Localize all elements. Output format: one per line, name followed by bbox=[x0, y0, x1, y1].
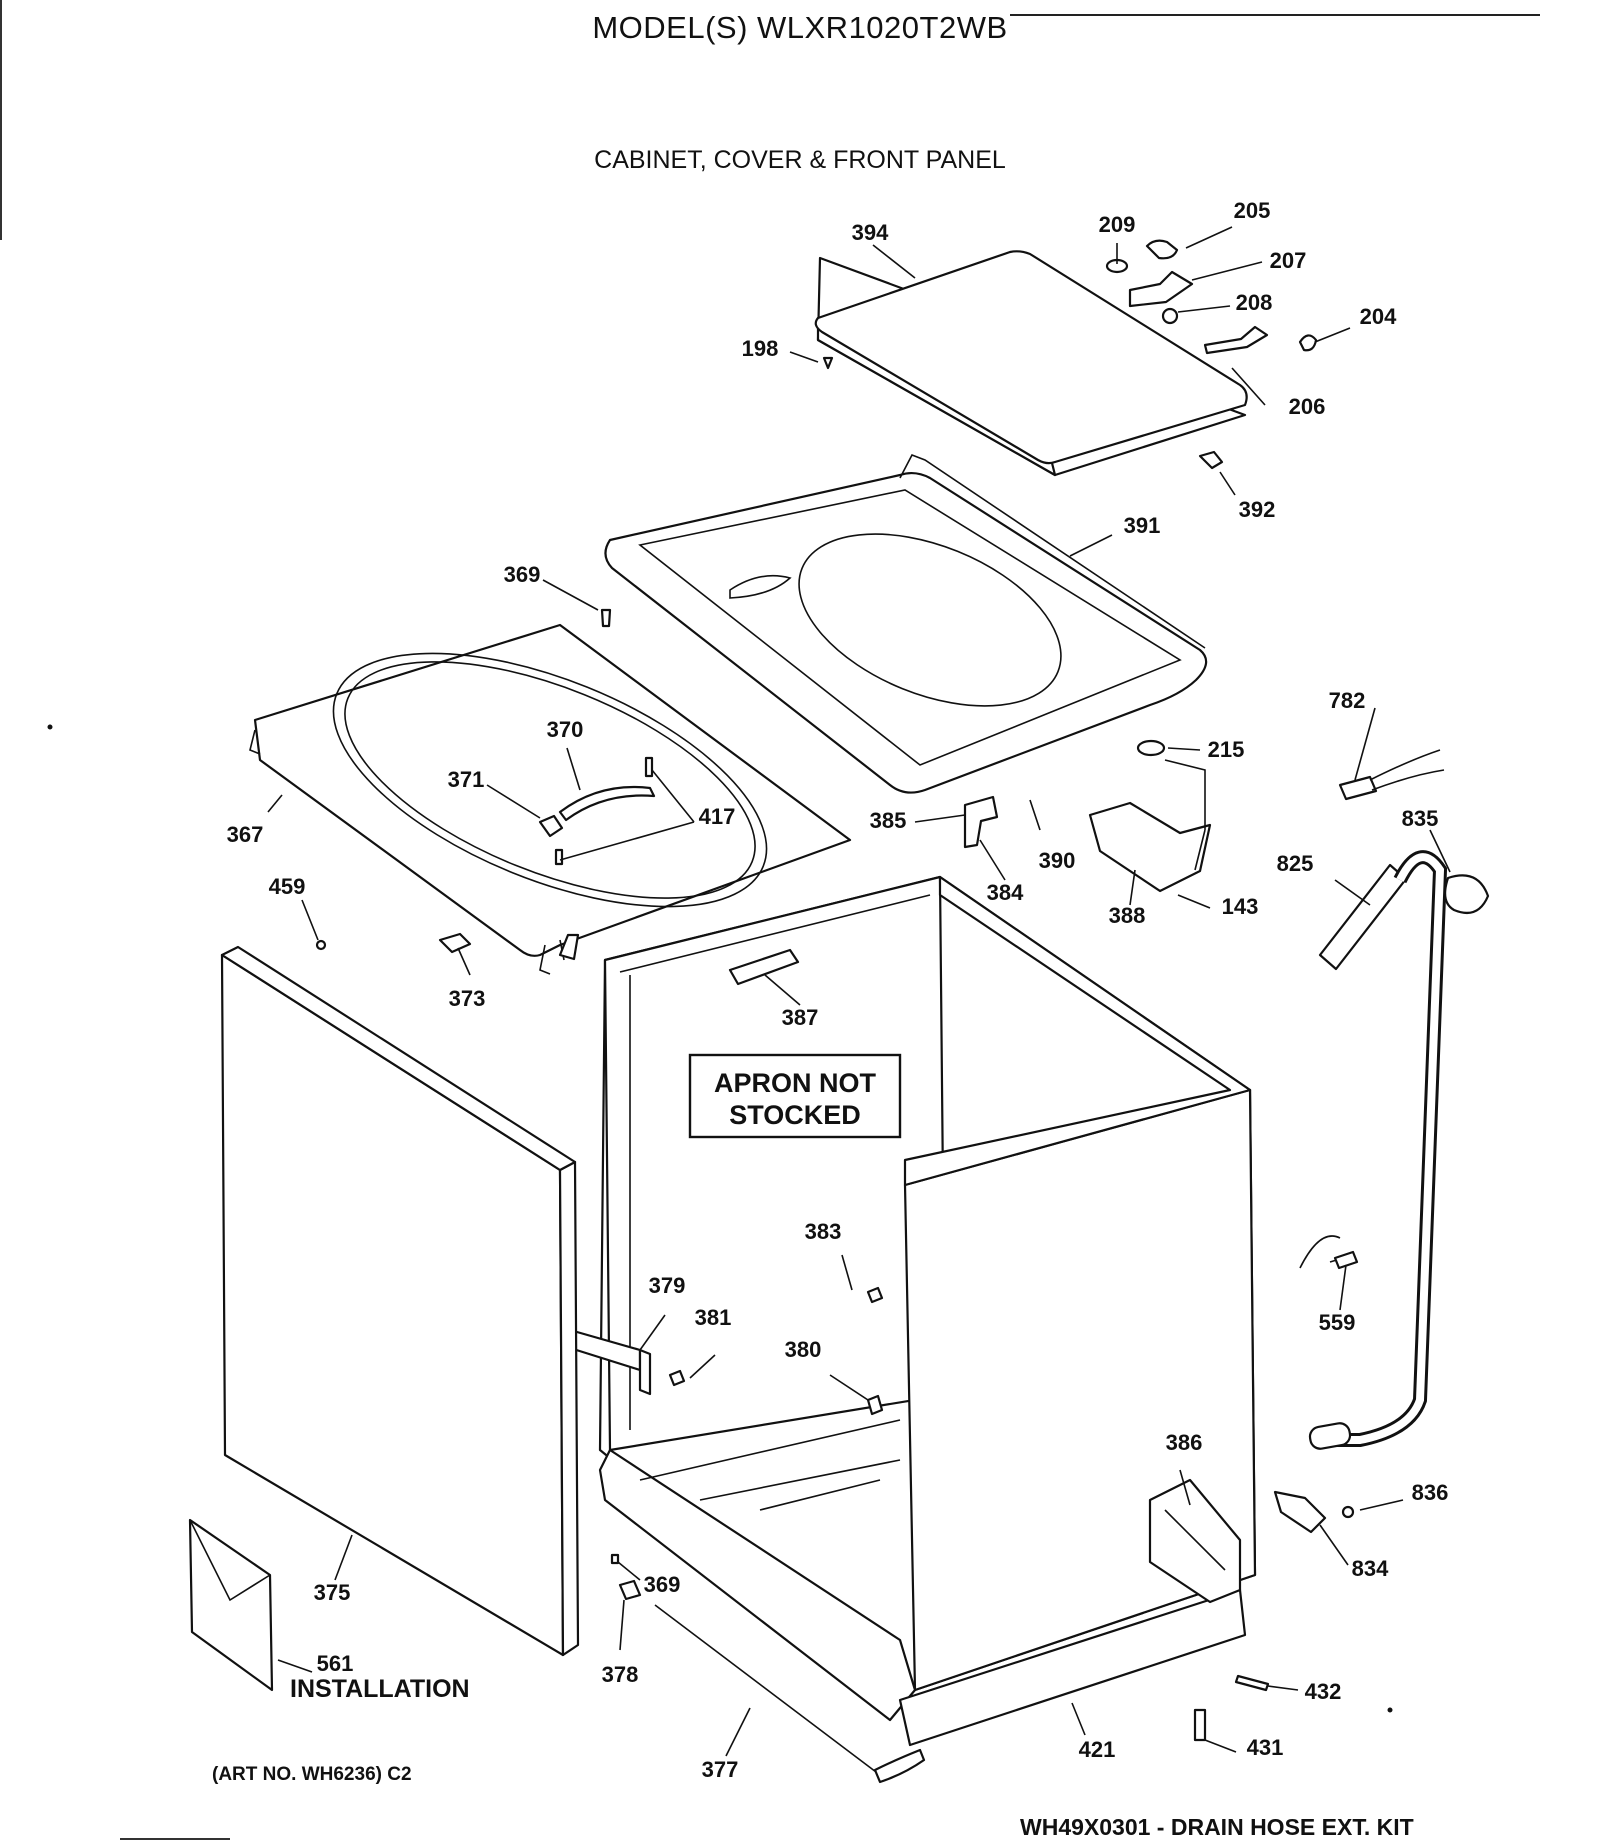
callout-label: 381 bbox=[695, 1305, 732, 1330]
wire-part bbox=[1333, 1250, 1359, 1270]
callout-label: 369 bbox=[504, 562, 541, 587]
callout-label: 209 bbox=[1099, 212, 1136, 237]
bolt-part bbox=[1193, 1708, 1207, 1742]
speck bbox=[47, 724, 53, 730]
bushing-part bbox=[618, 1579, 642, 1601]
rod-part bbox=[873, 1748, 926, 1784]
callout-label: 417 bbox=[699, 804, 736, 829]
callout-label: 834 bbox=[1352, 1556, 1389, 1581]
callout-label: 377 bbox=[702, 1757, 739, 1782]
callout-label: 459 bbox=[269, 874, 306, 899]
callout-label: 431 bbox=[1247, 1735, 1284, 1760]
callout-label: 391 bbox=[1124, 513, 1161, 538]
installation-label: INSTALLATION bbox=[290, 1675, 470, 1703]
slide-part bbox=[728, 948, 800, 986]
callout-label: 561 bbox=[317, 1651, 354, 1676]
notice-line-1: APRON NOT bbox=[714, 1068, 877, 1098]
notice-box bbox=[688, 1053, 902, 1139]
callout-label: 392 bbox=[1239, 497, 1276, 522]
drain-hose-kit-note: WH49X0301 - DRAIN HOSE EXT. KIT bbox=[1020, 1814, 1414, 1840]
grommet-part bbox=[1136, 739, 1166, 757]
screw-part bbox=[644, 756, 654, 778]
top-panel-part bbox=[604, 453, 1208, 794]
section-title: CABINET, COVER & FRONT PANEL bbox=[594, 146, 1006, 174]
frame-plate-part bbox=[249, 623, 852, 975]
callout-numbers: 394 209 205 207 208 204 198 206 392 391 … bbox=[227, 198, 1449, 1782]
callout-label: 380 bbox=[785, 1337, 822, 1362]
screw-part bbox=[315, 939, 327, 951]
callout-label: 369 bbox=[644, 1572, 681, 1597]
callout-label: 388 bbox=[1109, 903, 1146, 928]
header-rule bbox=[1010, 14, 1540, 16]
screw-part bbox=[1341, 1505, 1355, 1519]
callout-label: 205 bbox=[1234, 198, 1271, 223]
rail-part bbox=[638, 1348, 652, 1396]
wire-part bbox=[1369, 749, 1445, 791]
callout-label: 215 bbox=[1208, 737, 1245, 762]
callout-label: 835 bbox=[1402, 806, 1439, 831]
screw-part bbox=[668, 1369, 686, 1387]
strap-part bbox=[558, 785, 656, 822]
callout-label: 432 bbox=[1305, 1679, 1342, 1704]
screw-part bbox=[866, 1394, 884, 1416]
callout-label: 390 bbox=[1039, 848, 1076, 873]
callout-label: 825 bbox=[1277, 851, 1314, 876]
callout-label: 387 bbox=[782, 1005, 819, 1030]
callout-label: 370 bbox=[547, 717, 584, 742]
callout-label: 375 bbox=[314, 1580, 351, 1605]
screw-part bbox=[610, 1553, 620, 1565]
callout-label: 208 bbox=[1236, 290, 1273, 315]
switch-assembly-part bbox=[1088, 801, 1212, 893]
callout-label: 143 bbox=[1222, 894, 1259, 919]
callout-label: 367 bbox=[227, 822, 264, 847]
pin-part bbox=[1234, 1674, 1270, 1692]
clip-part bbox=[438, 932, 472, 954]
drain-hose-part bbox=[1308, 850, 1448, 1450]
callout-label: 559 bbox=[1319, 1310, 1356, 1335]
leader-lines bbox=[267, 226, 1451, 1757]
rod-part bbox=[654, 1604, 881, 1776]
callout-label: 384 bbox=[987, 880, 1024, 905]
frame-edge-line bbox=[0, 0, 2, 240]
model-title: MODEL(S) WLXR1020T2WB bbox=[592, 10, 1008, 45]
callout-label: 378 bbox=[602, 1662, 639, 1687]
callout-label: 385 bbox=[870, 808, 907, 833]
front-panel-part bbox=[220, 945, 580, 1657]
clip-part bbox=[538, 814, 564, 838]
callout-label: 198 bbox=[742, 336, 779, 361]
notice-line-2: STOCKED bbox=[729, 1100, 861, 1130]
screw-part bbox=[554, 848, 564, 866]
callout-label: 379 bbox=[649, 1273, 686, 1298]
callout-label: 383 bbox=[805, 1219, 842, 1244]
hose-bracket-part bbox=[1273, 1490, 1327, 1534]
footer-rule bbox=[120, 1838, 230, 1840]
art-number: (ART NO. WH6236) C2 bbox=[212, 1764, 412, 1785]
callout-label: 836 bbox=[1412, 1480, 1449, 1505]
speck bbox=[1387, 1707, 1393, 1713]
callout-label: 207 bbox=[1270, 248, 1307, 273]
installation-envelope-part bbox=[188, 1518, 274, 1692]
wire-part bbox=[1164, 759, 1206, 871]
bracket-part bbox=[963, 795, 999, 849]
panel-bracket-detail bbox=[1164, 1509, 1226, 1571]
screw-part bbox=[600, 608, 612, 628]
callout-label: 386 bbox=[1166, 1430, 1203, 1455]
callout-label: 373 bbox=[449, 986, 486, 1011]
callout-label: 206 bbox=[1289, 394, 1326, 419]
screw-part bbox=[866, 1286, 884, 1304]
connector-part bbox=[1338, 775, 1378, 801]
callout-label: 782 bbox=[1329, 688, 1366, 713]
hinge-hardware bbox=[822, 239, 1318, 470]
callout-label: 394 bbox=[852, 220, 889, 245]
cabinet-base-part bbox=[598, 1419, 1247, 1747]
callout-label: 371 bbox=[448, 767, 485, 792]
lid-part bbox=[814, 250, 1248, 477]
clamp-part bbox=[1443, 874, 1490, 914]
callout-label: 421 bbox=[1079, 1737, 1116, 1762]
callout-label: 204 bbox=[1360, 304, 1397, 329]
